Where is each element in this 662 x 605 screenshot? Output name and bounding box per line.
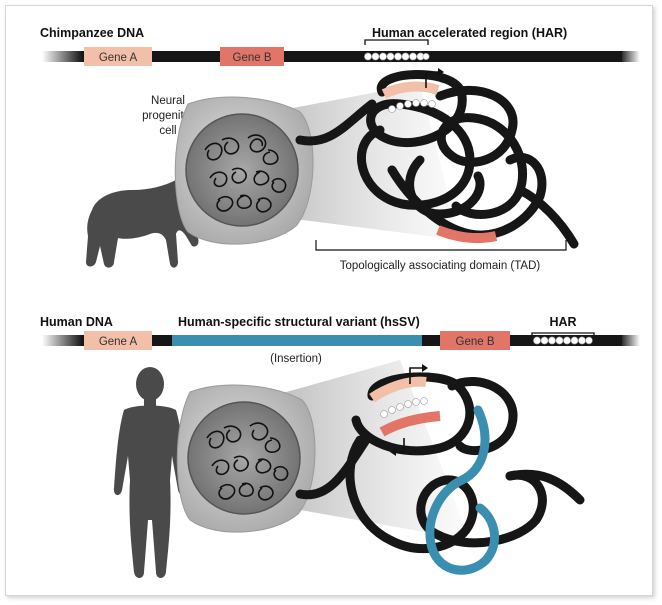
human-panel: Human DNA Human-specific structural vari… (40, 315, 640, 578)
tad-gene-b-segment (436, 225, 498, 243)
human-tad-loop (295, 372, 585, 554)
reverse-arrow-human (394, 438, 405, 453)
chimpanzee-panel: Chimpanzee DNA Human accelerated region … (40, 26, 640, 272)
har-title: Human accelerated region (HAR) (372, 26, 567, 40)
gene-b-block (220, 47, 284, 66)
chimpanzee-silhouette (86, 177, 199, 268)
tad-gene-b-segment-human (379, 411, 441, 437)
gene-a-block (84, 47, 152, 66)
transcription-arrow (425, 71, 440, 88)
human-dna-strand: Gene A Gene B (42, 331, 640, 350)
chromatin-tangle (204, 134, 287, 213)
transcription-arrowhead (438, 68, 444, 76)
gene-b-block-human (440, 331, 510, 350)
har-bracket (364, 39, 429, 45)
insertion-label: (Insertion) (270, 353, 322, 365)
hssv-title: Human-specific structural variant (hsSV) (178, 315, 420, 329)
tad-bracket (315, 240, 567, 251)
gene-a-block-human (84, 331, 152, 350)
har-beads-human (533, 336, 593, 345)
chimpanzee-tad-loop (295, 70, 579, 249)
insertion-block (172, 335, 422, 346)
cell-label-line1: Neural (151, 95, 185, 107)
gene-b-label-human: Gene B (456, 336, 495, 348)
chromatin-tangle-human (206, 422, 289, 501)
tad-label: Topologically associating domain (TAD) (340, 260, 541, 272)
cell-label-line2: progenitor (142, 110, 194, 122)
reverse-arrowhead-human (390, 448, 396, 456)
insertion-loop (425, 405, 500, 575)
gene-a-label-human: Gene A (99, 336, 138, 348)
human-dna-title: Human DNA (40, 315, 113, 329)
gene-a-label: Gene A (99, 52, 138, 64)
tad-har-beads-human (380, 397, 428, 418)
tad-gene-a-segment (381, 81, 440, 99)
tad-har-beads (388, 99, 436, 113)
human-silhouette (113, 367, 187, 578)
chimpanzee-dna-title: Chimpanzee DNA (40, 26, 144, 40)
har-beads (364, 52, 430, 61)
cell-label-line3: cell (159, 125, 176, 137)
chimpanzee-dna-strand: Gene A Gene B (42, 47, 640, 66)
gene-b-label: Gene B (233, 52, 272, 64)
transcription-arrow-human (409, 367, 424, 384)
tad-gene-a-segment-human (369, 376, 427, 403)
transcription-arrowhead-human (422, 364, 428, 372)
har-title-human: HAR (549, 315, 576, 329)
